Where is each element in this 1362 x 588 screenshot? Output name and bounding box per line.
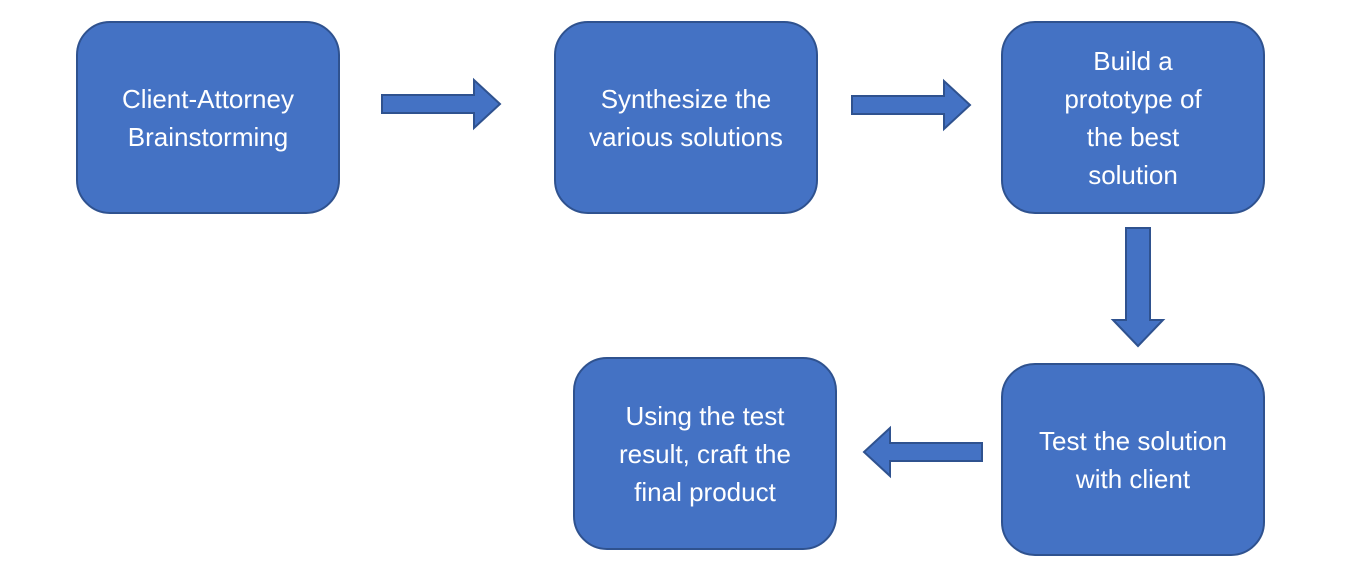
- arrow-right-2: [851, 78, 972, 132]
- step-label: Test the solution with client: [1039, 425, 1227, 494]
- arrow-left: [862, 425, 983, 479]
- arrow-down: [1110, 227, 1166, 348]
- step-label: Client-Attorney Brainstorming: [122, 83, 294, 152]
- step-build-prototype: Build a prototype of the best solution: [1001, 21, 1265, 214]
- step-craft-final-product: Using the test result, craft the final p…: [573, 357, 837, 550]
- arrow-right-1: [381, 77, 502, 131]
- step-label: Using the test result, craft the final p…: [619, 400, 791, 507]
- step-test-with-client: Test the solution with client: [1001, 363, 1265, 556]
- step-label: Synthesize the various solutions: [589, 83, 783, 152]
- step-label: Build a prototype of the best solution: [1064, 45, 1202, 190]
- step-synthesize-solutions: Synthesize the various solutions: [554, 21, 818, 214]
- step-client-attorney-brainstorming: Client-Attorney Brainstorming: [76, 21, 340, 214]
